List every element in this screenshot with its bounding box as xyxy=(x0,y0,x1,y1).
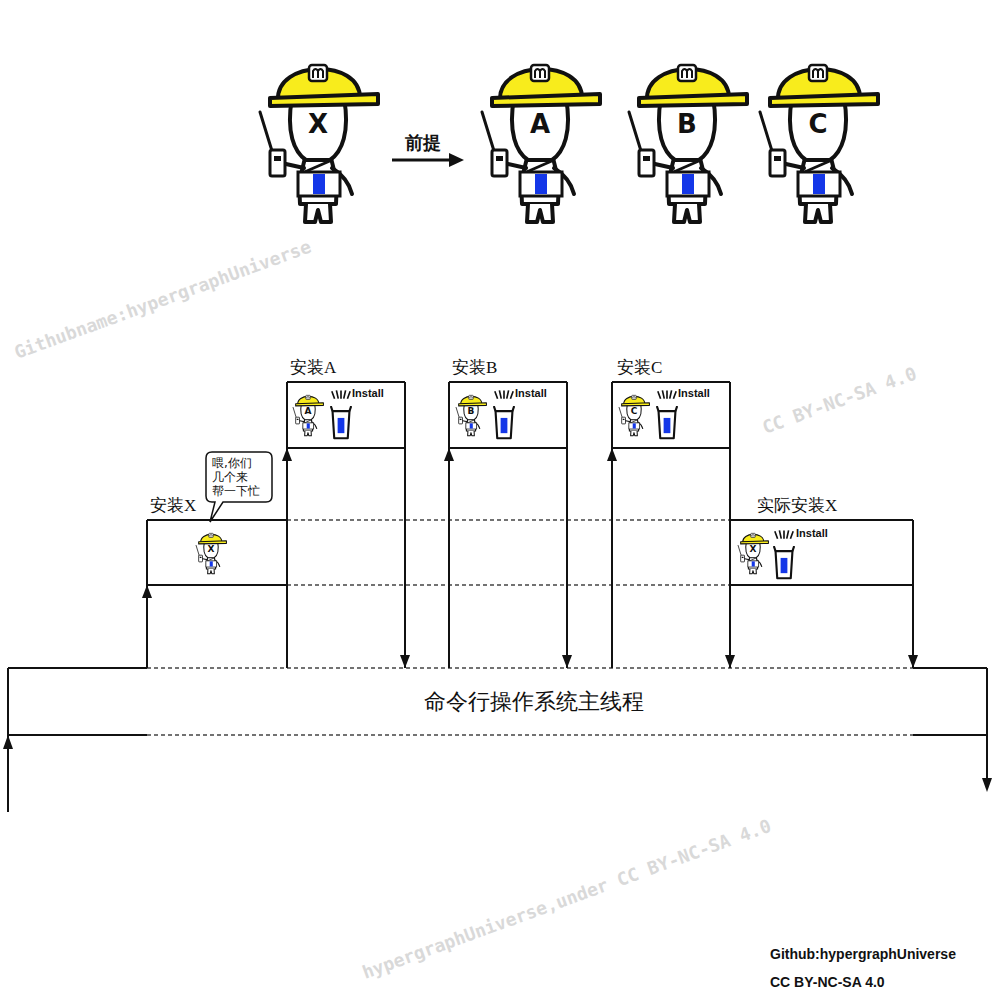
box-border xyxy=(147,520,287,585)
exit-arrow-head xyxy=(982,778,992,792)
worker-letter: C xyxy=(808,111,827,137)
call-arrow xyxy=(562,448,572,668)
step-heading: 安装C xyxy=(617,358,662,378)
bubble-text: 喂,你们 几个来 帮一下忙 xyxy=(212,456,266,498)
icon-letter: A xyxy=(305,407,312,416)
band-side xyxy=(8,668,987,812)
bucket-icon xyxy=(494,406,514,438)
dashed-continuation xyxy=(147,520,913,735)
arrow-head xyxy=(142,585,152,598)
call-arrow xyxy=(725,448,735,668)
bucket-icon xyxy=(657,406,677,438)
worker-figure xyxy=(260,65,378,222)
spray-mark xyxy=(332,390,350,398)
worker-figure xyxy=(629,65,747,222)
small-workers xyxy=(196,390,794,578)
worker-letter: A xyxy=(530,111,550,137)
bucket-icon xyxy=(331,406,351,438)
arrow-line xyxy=(611,448,613,668)
worker-letter: B xyxy=(677,111,697,137)
arrow-head xyxy=(562,655,572,668)
watermark: hypergraphUniverse,under CC BY-NC-SA 4.0 xyxy=(360,817,773,982)
spray-mark xyxy=(775,530,793,538)
step-heading: 安装B xyxy=(452,358,497,378)
worker-icon xyxy=(293,395,323,435)
credit-text: CC BY-NC-SA 4.0 xyxy=(770,975,885,989)
arrow-head xyxy=(908,655,918,668)
call-arrow xyxy=(400,448,410,668)
worker-icon xyxy=(196,533,226,573)
call-arrow xyxy=(908,585,918,668)
arrow-head xyxy=(725,655,735,668)
watermark: Githubname:hypergraphUniverse xyxy=(12,238,313,362)
step-heading: 安装A xyxy=(290,358,336,378)
arrow-head xyxy=(444,448,454,461)
worker-figures xyxy=(260,65,878,222)
thread-band: 命令行操作系统主线程 xyxy=(8,668,987,735)
watermark: CC BY-NC-SA 4.0 xyxy=(760,364,919,437)
spray-mark xyxy=(495,390,513,398)
spray-mark xyxy=(658,390,676,398)
bubble-shape xyxy=(206,452,272,522)
arrow-head xyxy=(449,153,464,167)
icon-letter: X xyxy=(208,545,215,554)
arrow-line xyxy=(286,448,288,668)
bucket-icon xyxy=(774,546,794,578)
arrow-line xyxy=(566,448,568,668)
arrow-line xyxy=(404,448,406,668)
worker-figure xyxy=(760,65,878,222)
arrow-head xyxy=(400,655,410,668)
box-border xyxy=(730,520,913,585)
box-border xyxy=(449,382,567,448)
call-arrow xyxy=(444,448,454,668)
install-note: Install xyxy=(515,388,547,399)
install-note: Install xyxy=(352,388,384,399)
call-arrow xyxy=(142,585,152,668)
worker-figure xyxy=(482,65,600,222)
step-heading: 安装X xyxy=(150,496,196,516)
step-box: 安装C xyxy=(612,382,730,448)
band-title: 命令行操作系统主线程 xyxy=(424,687,644,717)
prerequisite-arrow xyxy=(392,153,464,167)
box-border xyxy=(287,382,405,448)
dashed-line xyxy=(287,520,730,585)
arrow-label: 前提 xyxy=(405,134,441,152)
worker-icon xyxy=(456,395,486,435)
arrow-line xyxy=(729,448,731,668)
step-box: 安装X xyxy=(147,520,287,585)
arrow-line xyxy=(392,159,452,162)
install-note: Install xyxy=(678,388,710,399)
call-arrow xyxy=(282,448,292,668)
dashed-line xyxy=(147,668,913,735)
band-border xyxy=(8,668,987,735)
worker-icon xyxy=(619,395,649,435)
worker-icon xyxy=(738,533,768,573)
step-box: 安装B xyxy=(449,382,567,448)
icon-letter: X xyxy=(750,545,757,554)
install-note: Install xyxy=(796,528,828,539)
box-border xyxy=(612,382,730,448)
worker-letter: X xyxy=(308,111,328,137)
step-heading: 实际安装X xyxy=(757,496,837,516)
icon-letter: C xyxy=(631,407,638,416)
credit-text: Github:hypergraphUniverse xyxy=(770,947,956,961)
icon-letter: B xyxy=(468,407,475,416)
entry-arrow-head xyxy=(3,735,13,749)
thread-outline xyxy=(8,382,987,812)
speech-bubble: 喂,你们 几个来 帮一下忙 xyxy=(206,452,272,502)
call-arrow xyxy=(607,448,617,668)
arrow-line xyxy=(448,448,450,668)
arrow-head xyxy=(282,448,292,461)
arrow-head xyxy=(607,448,617,461)
